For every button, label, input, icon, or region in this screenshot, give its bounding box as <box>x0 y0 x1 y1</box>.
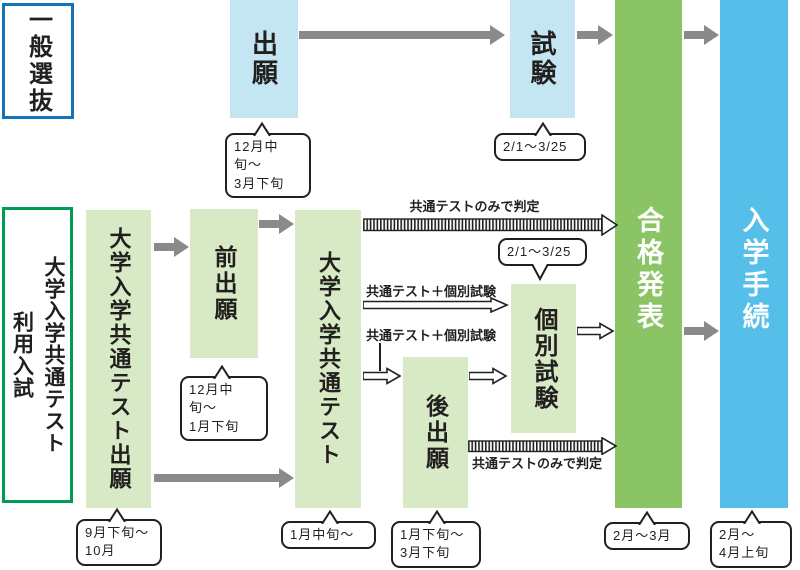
arrow-application-to-exam <box>299 25 505 45</box>
bubble-general-exam-dates: 2/1〜3/25 <box>494 133 586 162</box>
arrow-result-to-enrollment-bottom <box>684 321 719 341</box>
bubble-tail-up <box>213 365 231 379</box>
general-exam-box: 試験 <box>510 0 575 118</box>
common-test-track-box: 大学入学共通テスト 利用入試 <box>2 207 73 503</box>
pre-application-title: 前出願 <box>211 244 237 323</box>
common-test-application-title: 大学入学共通テスト出願 <box>106 227 132 491</box>
bubble-tail-up <box>638 511 656 525</box>
pass-announcement-label: 合格発表 <box>633 206 663 334</box>
common-test-application-box: 大学入学共通テスト出願 <box>86 210 151 508</box>
route-label-common-plus-individual-upper: 共通テスト＋個別試験 <box>366 284 497 299</box>
route-label-common-plus-individual-lower: 共通テスト＋個別試験 <box>366 328 497 343</box>
white-arrow-postapp-to-individual <box>469 367 508 385</box>
general-selection-track-label: 一般選抜 <box>24 7 52 115</box>
individual-exam-box: 個別試験 <box>511 284 576 433</box>
common-test-track-label: 大学入学共通テスト 利用入試 <box>10 256 66 454</box>
route-connector-line <box>379 343 381 371</box>
arrow-preapp-to-commontest <box>259 214 294 234</box>
arrow-exam-to-result <box>577 25 613 45</box>
striped-arrow-common-only-bottom <box>468 437 617 455</box>
enrollment-column: 入学手続 <box>720 0 788 508</box>
route-label-common-only-bottom: 共通テストのみで判定 <box>472 456 603 471</box>
common-test-box: 大学入学共通テスト <box>295 210 361 508</box>
bubble-tail-up <box>253 122 271 136</box>
common-test-title: 大学入学共通テスト <box>316 251 341 467</box>
general-application-title: 出願 <box>248 30 279 88</box>
post-application-box: 後出願 <box>403 357 468 508</box>
pre-application-box: 前出願 <box>190 209 258 358</box>
post-application-title: 後出願 <box>422 393 449 472</box>
bubble-tail-up <box>743 510 761 524</box>
bubble-tail-up <box>321 510 339 524</box>
individual-exam-title: 個別試験 <box>530 306 557 411</box>
bubble-tail-up <box>534 122 552 136</box>
bubble-pre-application-dates: 12月中旬〜 1月下旬 <box>180 376 268 442</box>
white-arrow-commontest-to-postapp <box>363 367 402 385</box>
route-label-common-only-top: 共通テストのみで判定 <box>409 199 540 214</box>
pass-announcement-column: 合格発表 <box>615 0 682 508</box>
bubble-result-dates: 2月〜3月 <box>604 522 690 551</box>
bubble-tail-up <box>108 508 126 522</box>
general-application-box: 出願 <box>230 0 298 118</box>
striped-arrow-common-only-top <box>363 214 618 236</box>
arrow-result-to-enrollment-top <box>684 25 719 45</box>
bubble-individual-exam-dates: 2/1〜3/25 <box>498 238 587 267</box>
white-arrow-individual-to-result <box>577 322 615 340</box>
general-exam-title: 試験 <box>527 30 557 88</box>
arrow-testapp-to-preapp <box>154 237 189 257</box>
bubble-test-application-dates: 9月下旬〜 10月 <box>76 519 162 566</box>
general-selection-track-box: 一般選抜 <box>2 3 74 119</box>
white-arrow-commontest-to-individual <box>363 297 509 313</box>
bubble-general-application-dates: 12月中旬〜 3月下旬 <box>225 133 311 199</box>
bubble-tail-down <box>531 264 549 281</box>
arrow-testapp-to-commontest <box>154 468 294 488</box>
bubble-tail-up <box>428 510 446 524</box>
bubble-post-application-dates: 1月下旬〜 3月下旬 <box>391 521 481 568</box>
enrollment-label: 入学手続 <box>738 206 769 334</box>
bubble-common-test-dates: 1月中旬〜 <box>281 521 376 550</box>
bubble-enrollment-dates: 2月〜 4月上旬 <box>710 521 792 568</box>
